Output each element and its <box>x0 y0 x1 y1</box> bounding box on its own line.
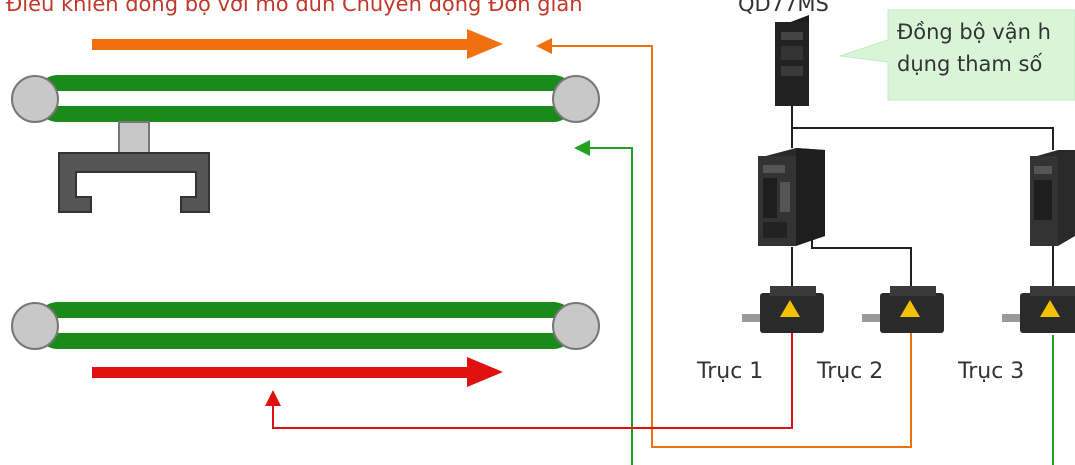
diagram-title: Điều khiển đồng bộ với mô đun Chuyển độn… <box>6 0 583 16</box>
axis-label-2: Trục 2 <box>817 359 884 384</box>
bottom-right-roller <box>552 302 600 350</box>
bottom-direction-arrow <box>92 357 503 387</box>
network-wires <box>791 106 1054 290</box>
axis2-orange-link <box>536 38 912 448</box>
axis-green-link <box>574 140 633 465</box>
top-conveyor <box>11 75 600 123</box>
bottom-left-roller <box>11 302 59 350</box>
servo-motor-3 <box>1002 286 1075 333</box>
bottom-conveyor <box>11 302 600 350</box>
servo-motor-2 <box>862 286 944 333</box>
callout-bubble <box>839 9 1075 101</box>
axis1-red-link <box>265 333 793 429</box>
controller-label: QD77MS <box>738 0 829 16</box>
top-left-roller <box>11 75 59 123</box>
motion-module <box>775 15 809 106</box>
servo-amplifier-2 <box>1030 150 1075 246</box>
axis-label-1: Trục 1 <box>697 359 764 384</box>
callout-line-1: Đồng bộ vận h <box>897 20 1051 44</box>
servo-amplifier-1 <box>758 148 825 246</box>
carriage-bracket <box>58 121 210 213</box>
callout-line-2: dụng tham số <box>897 52 1043 76</box>
callout-text: Đồng bộ vận h dụng tham số <box>897 16 1075 80</box>
axis-label-3: Trục 3 <box>958 359 1025 384</box>
top-right-roller <box>552 75 600 123</box>
top-direction-arrow <box>92 29 503 59</box>
servo-motor-1 <box>742 286 824 333</box>
